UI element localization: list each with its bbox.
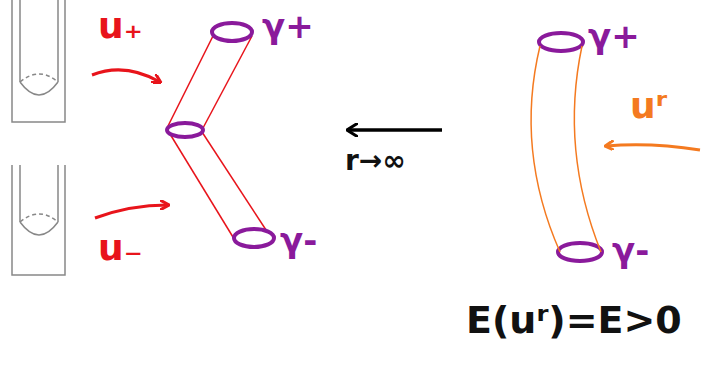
limit-arrow	[348, 128, 442, 132]
orbit-label: γ-	[280, 222, 317, 259]
orbit-label: γ+	[588, 18, 640, 55]
curve-label: uʳ	[630, 86, 667, 126]
orbit-label: γ+	[262, 8, 314, 45]
orbit-label: γ-	[612, 232, 649, 269]
curve-label: u₊	[98, 6, 143, 46]
energy-label: E(uʳ)=E>0	[466, 300, 682, 342]
map-arrow	[92, 70, 160, 82]
curve-label: u₋	[98, 228, 143, 268]
map-arrow	[95, 205, 168, 218]
limit-label: r→∞	[345, 146, 406, 177]
grey-cylinder	[12, 0, 65, 275]
periodic-orbit	[167, 23, 602, 261]
broken-cylinder	[167, 36, 270, 242]
cylinder	[531, 46, 601, 252]
map-arrow	[606, 145, 700, 150]
